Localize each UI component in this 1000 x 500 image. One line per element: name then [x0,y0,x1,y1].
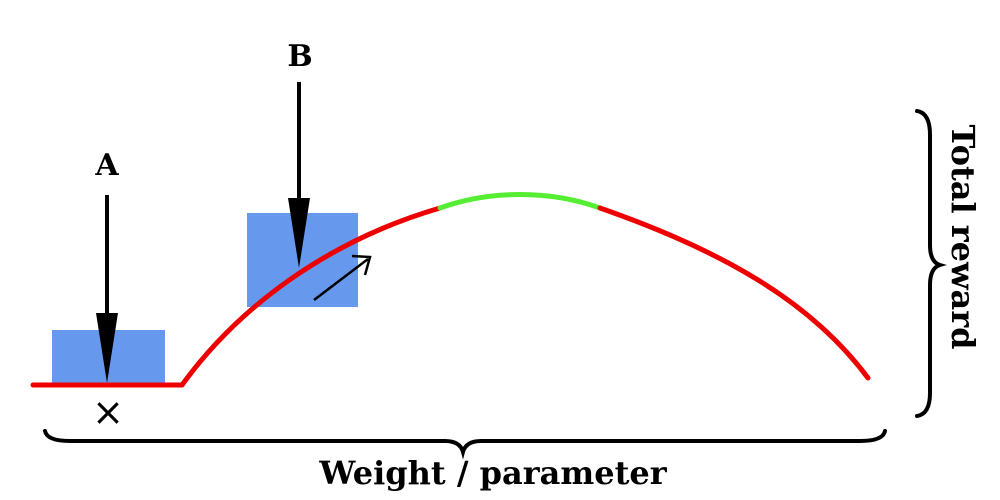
y-axis-brace [915,109,947,418]
ascent-direction-arrowhead [351,254,372,276]
arrow-b-head [288,198,310,268]
ascent-direction-arrow [313,258,369,301]
label-b: B [287,39,312,74]
x-axis-label: Weight / parameter [318,454,667,492]
y-axis-label: Total reward [944,124,982,349]
curve-optimum [437,192,603,211]
curve-left [179,205,443,388]
curve-right [597,205,871,381]
arrow-a-head [96,313,118,383]
zero-cross-mark: × [92,390,124,434]
x-axis-brace [43,429,887,460]
label-a: A [94,148,119,183]
